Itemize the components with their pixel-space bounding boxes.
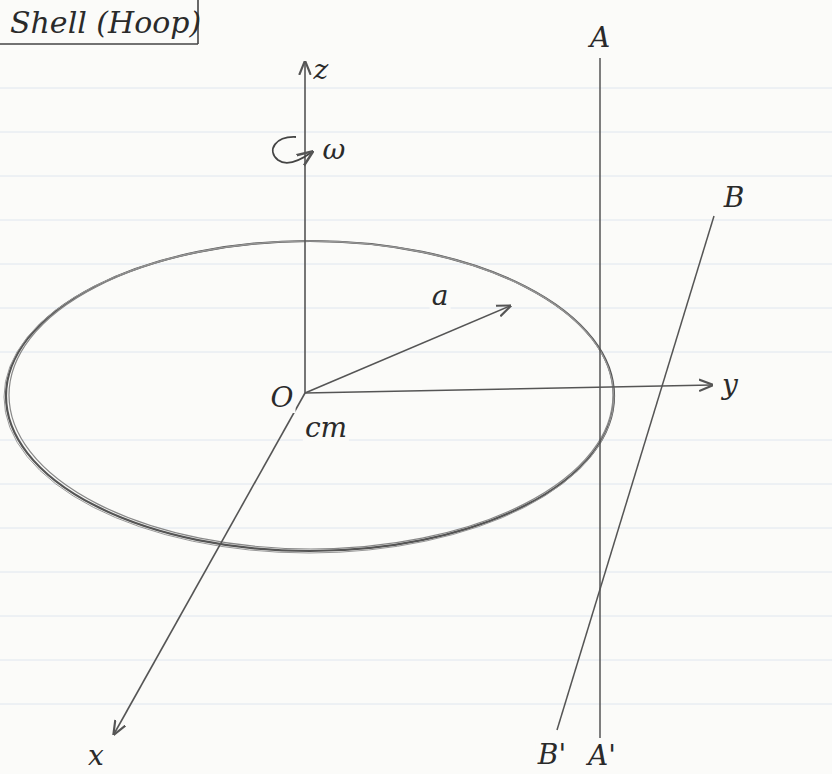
axis-label: y: [720, 370, 740, 400]
radius-label: a: [430, 281, 451, 311]
axis-label: z: [312, 55, 331, 85]
angular-velocity-label: ω: [321, 135, 348, 165]
hoop: [4, 241, 614, 553]
paper-rules: [0, 88, 832, 704]
axis-end-label: B: [722, 183, 747, 213]
rotation-arrow: [273, 137, 312, 163]
axis-end-label: A': [586, 741, 618, 771]
axis-end-label: B': [536, 740, 568, 770]
center-of-mass-label: cm: [303, 413, 349, 443]
diagram-title: Shell (Hoop): [10, 6, 201, 39]
axes: [114, 62, 712, 734]
parallel-axes: [557, 58, 714, 738]
radius-arrow: [305, 306, 510, 393]
axis-label: x: [86, 741, 106, 771]
origin-label: O: [269, 383, 296, 413]
axis-end-label: A: [588, 23, 612, 53]
